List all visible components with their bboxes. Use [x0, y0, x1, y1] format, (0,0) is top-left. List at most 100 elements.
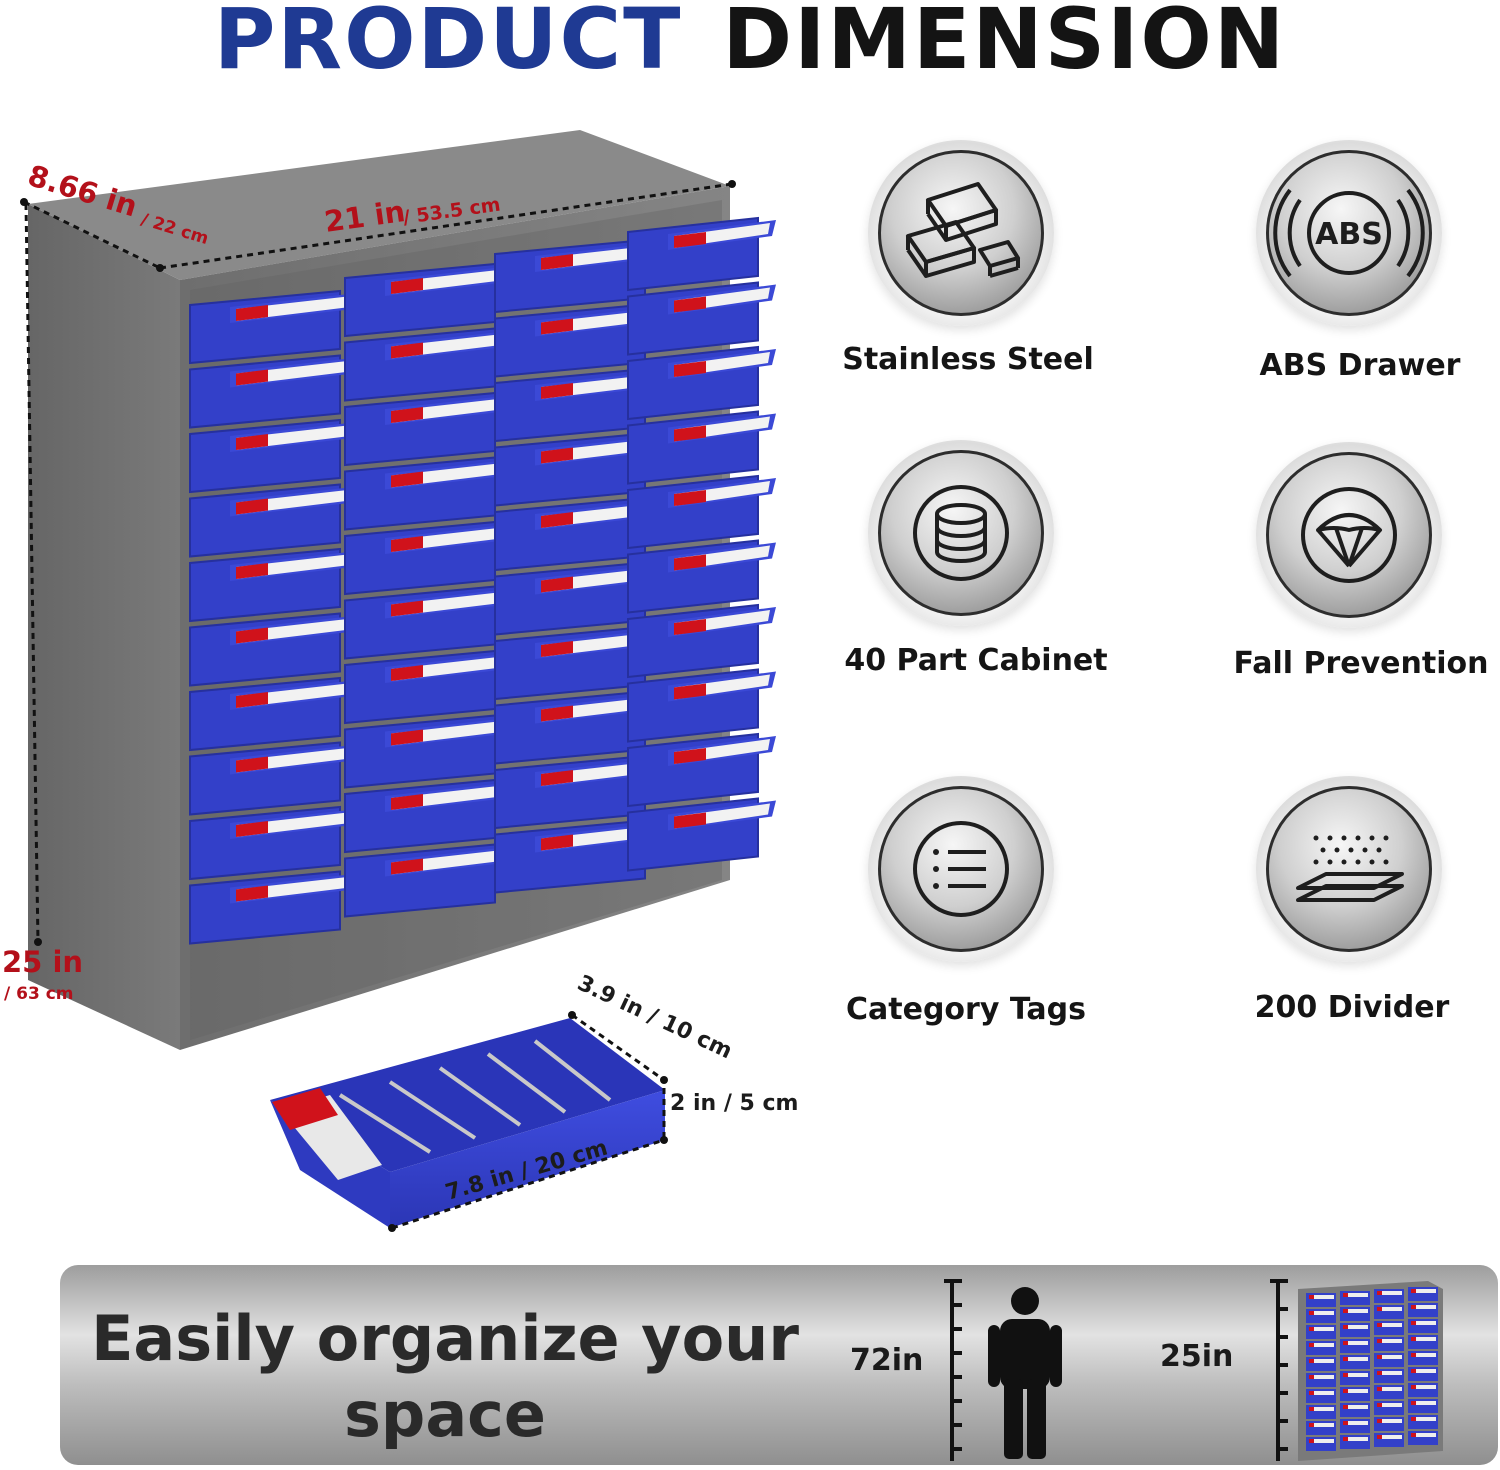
mini-drawer-label [1382, 1355, 1402, 1359]
drawer [627, 410, 776, 485]
parachute-icon [1301, 487, 1397, 583]
mini-drawer-label [1382, 1307, 1402, 1311]
feature-label-abs-drawer: ABS Drawer [1259, 348, 1461, 383]
feature-badge-40-part-cabinet [868, 440, 1054, 626]
feature-label-40-part-cabinet: 40 Part Cabinet [844, 643, 1108, 678]
mini-drawer-tag [1309, 1343, 1314, 1347]
person-icon [988, 1287, 1062, 1459]
mini-drawer-tag [1411, 1369, 1416, 1373]
mini-drawer-tag [1411, 1321, 1416, 1325]
feature-badge-200-divider [1256, 776, 1442, 962]
cabinet-illustration: 8.66 in / 22 cm 21 in / 53.5 cm 25 in / … [2, 130, 798, 1232]
drawer-height-label: 2 in / 5 cm [670, 1091, 798, 1116]
mini-drawer-label [1416, 1289, 1436, 1293]
mini-drawer-tag [1411, 1433, 1416, 1437]
mini-drawer-label [1382, 1291, 1402, 1295]
mini-drawer-label [1416, 1369, 1436, 1373]
mini-drawer-tag [1309, 1375, 1314, 1379]
mini-drawer-label [1348, 1341, 1368, 1345]
height-cm-label: / 63 cm [4, 984, 74, 1004]
mini-drawer-label [1314, 1423, 1334, 1427]
mini-drawer-tag [1411, 1401, 1416, 1405]
mini-drawer-label [1382, 1435, 1402, 1439]
cabinet-height-label: 25in [1160, 1339, 1234, 1374]
mini-drawer-label [1314, 1375, 1334, 1379]
mini-drawer-tag [1377, 1403, 1382, 1407]
mini-drawer-label [1348, 1309, 1368, 1313]
feature-label-200-divider: 200 Divider [1254, 990, 1450, 1025]
person-height-label: 72in [850, 1343, 924, 1378]
mini-drawer-tag [1309, 1359, 1314, 1363]
mini-drawer-label [1314, 1311, 1334, 1315]
title-word-product: PRODUCT [213, 0, 683, 88]
mini-drawer-label [1314, 1359, 1334, 1363]
abs-icon: ABS [1273, 188, 1425, 278]
drawer [627, 216, 776, 292]
drawer [189, 483, 358, 558]
mini-drawer-tag [1377, 1355, 1382, 1359]
feature-badge-category-tags [868, 776, 1054, 962]
mini-cabinet-scale [1270, 1279, 1443, 1461]
cabinet-side [28, 204, 180, 1050]
page-title: PRODUCT DIMENSION [0, 0, 1500, 88]
mini-drawer-tag [1309, 1423, 1314, 1427]
mini-drawer-tag [1343, 1341, 1348, 1345]
drawer [344, 327, 513, 402]
mini-drawer-label [1382, 1387, 1402, 1391]
mini-drawer-tag [1309, 1311, 1314, 1315]
drawer [627, 281, 776, 356]
drawer [344, 262, 513, 338]
mini-drawer-tag [1343, 1405, 1348, 1409]
drawer [189, 676, 358, 752]
cabinet-top [28, 130, 730, 280]
mini-drawer-tag [1411, 1289, 1416, 1293]
feature-label-stainless-steel: Stainless Steel [842, 342, 1094, 377]
banner-slogan: Easily organize your space [91, 1302, 799, 1451]
mini-drawer-label [1416, 1401, 1436, 1405]
mini-drawer-tag [1309, 1327, 1314, 1331]
drawer [627, 732, 776, 808]
drawer [344, 778, 513, 854]
mini-drawer-label [1382, 1419, 1402, 1423]
drawer [189, 289, 358, 365]
mini-drawer-label [1348, 1325, 1368, 1329]
mini-drawer-label [1314, 1391, 1334, 1395]
drawer [494, 238, 663, 314]
drawer [627, 668, 776, 743]
mini-drawer-tag [1343, 1325, 1348, 1329]
mini-drawer-tag [1343, 1293, 1348, 1297]
list-icon [913, 821, 1009, 917]
mini-drawer-label [1314, 1407, 1334, 1411]
mini-drawer-tag [1377, 1323, 1382, 1327]
drawer [344, 585, 513, 660]
feature-badge-abs-drawer: ABS [1256, 140, 1442, 326]
mini-drawer-label [1416, 1433, 1436, 1437]
person-scale [944, 1279, 1062, 1461]
mini-drawer-tag [1309, 1407, 1314, 1411]
mini-drawer-tag [1377, 1307, 1382, 1311]
layers-icon [1296, 835, 1404, 902]
single-drawer: 3.9 in / 10 cm 2 in / 5 cm 7.8 in / 20 c… [270, 971, 798, 1232]
drawer [344, 520, 513, 596]
mini-drawer-tag [1411, 1337, 1416, 1341]
mini-drawer-label [1314, 1327, 1334, 1331]
mini-drawer-tag [1411, 1305, 1416, 1309]
mini-drawer-label [1348, 1357, 1368, 1361]
mini-drawer-tag [1377, 1419, 1382, 1423]
drawer [189, 612, 358, 687]
drawer [189, 870, 358, 945]
mini-drawer-tag [1377, 1291, 1382, 1295]
title-word-dimension: DIMENSION [722, 0, 1287, 88]
mini-drawer-label [1416, 1321, 1436, 1325]
drawer [627, 345, 776, 421]
drawer-grid [189, 216, 776, 945]
abs-icon-text: ABS [1315, 217, 1383, 252]
mini-drawer-tag [1343, 1373, 1348, 1377]
mini-drawer-label [1348, 1389, 1368, 1393]
mini-drawer-label [1348, 1293, 1368, 1297]
mini-drawer-tag [1343, 1437, 1348, 1441]
drawer [627, 797, 776, 872]
mini-drawer-label [1416, 1353, 1436, 1357]
mini-drawer-label [1348, 1373, 1368, 1377]
feature-label-fall-prevention: Fall Prevention [1233, 646, 1489, 681]
